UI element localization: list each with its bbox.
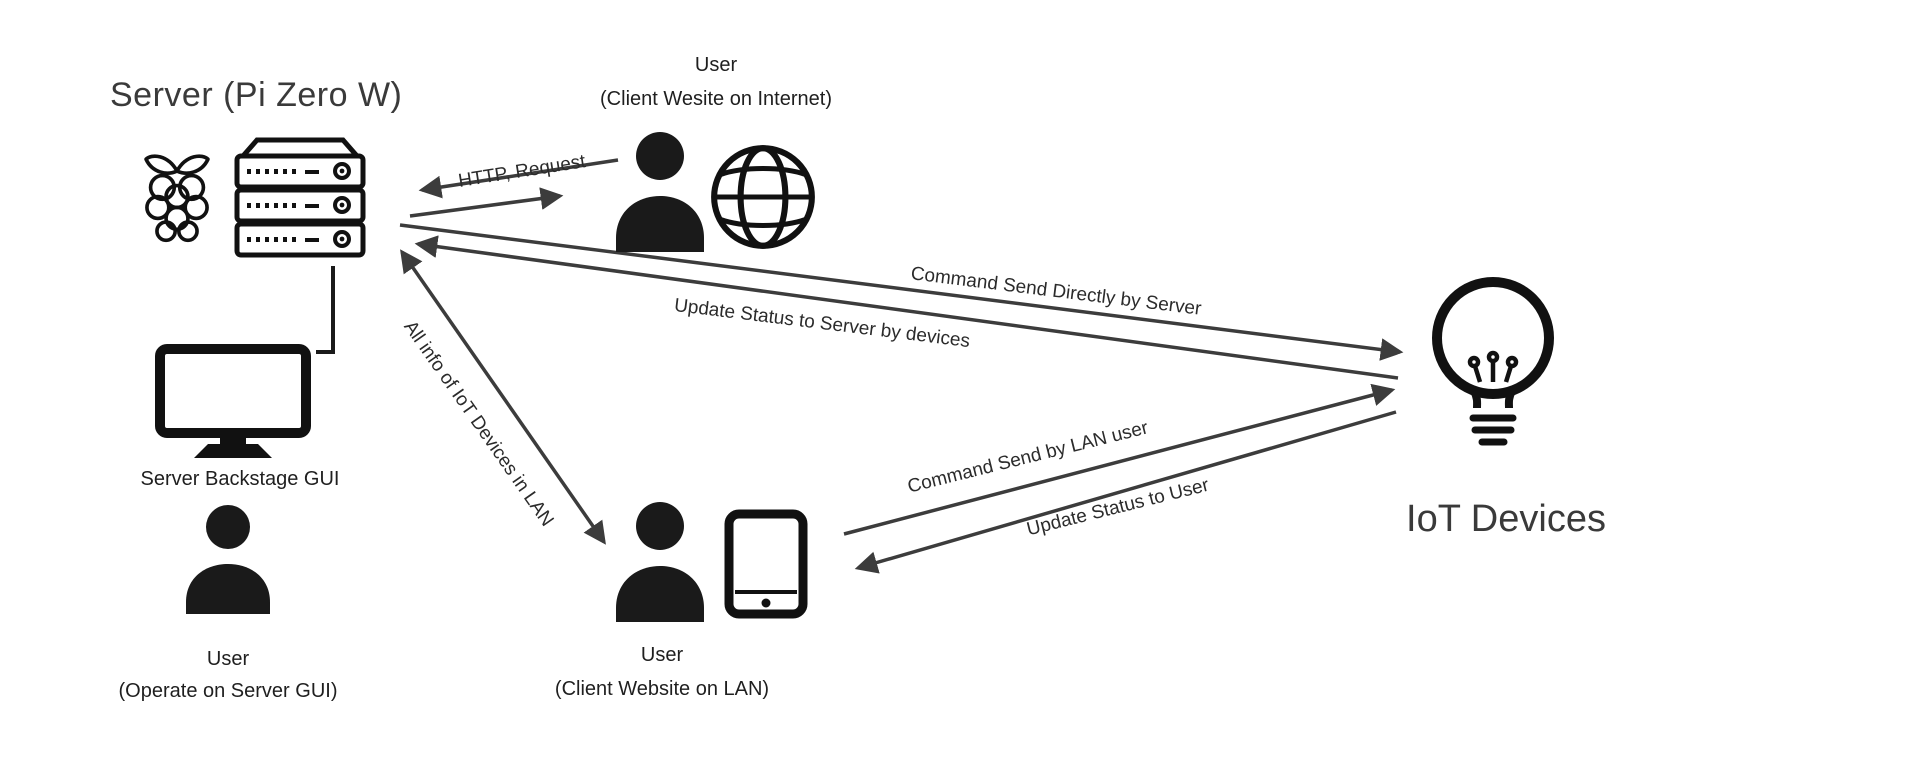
lan-user-name: User bbox=[640, 644, 684, 666]
edge-label-http: HTTP, Request bbox=[456, 151, 588, 192]
backstage-gui-label: Server Backstage GUI bbox=[140, 468, 340, 490]
gui-user-name: User bbox=[206, 648, 250, 670]
server-monitor-connector bbox=[316, 266, 335, 354]
tablet-icon bbox=[722, 508, 810, 620]
internet-user-name: User bbox=[694, 54, 738, 76]
edge-label-command-direct: Command Send Directly by Server bbox=[909, 263, 1203, 320]
internet-user-sub: (Client Wesite on Internet) bbox=[600, 88, 832, 110]
server-rack-icon bbox=[225, 134, 375, 269]
globe-icon bbox=[706, 140, 820, 254]
edge-label-lan-info: All info of IoT Devices in LAN bbox=[399, 317, 558, 531]
monitor-icon bbox=[152, 342, 314, 462]
server-title: Server (Pi Zero W) bbox=[110, 76, 403, 114]
lightbulb-icon bbox=[1418, 270, 1568, 470]
arrow-lan-info bbox=[400, 249, 606, 545]
edge-label-update-server: Update Status to Server by devices bbox=[672, 294, 972, 353]
edge-label-update-user: Update Status to User bbox=[1024, 474, 1212, 541]
iot-devices-label: IoT Devices bbox=[1406, 498, 1606, 540]
gui-user-sub: (Operate on Server GUI) bbox=[118, 680, 338, 702]
arrow-http-to-user bbox=[409, 187, 564, 218]
edge-label-command-lan: Command Send by LAN user bbox=[905, 417, 1151, 498]
lan-user-sub: (Client Website on LAN) bbox=[554, 678, 770, 700]
lan-user-person-icon bbox=[612, 496, 708, 628]
gui-user-person-icon bbox=[180, 500, 276, 620]
arrow-update-to-server bbox=[414, 235, 1399, 380]
internet-user-person-icon bbox=[612, 126, 708, 258]
raspberry-pi-logo-icon bbox=[136, 148, 218, 246]
